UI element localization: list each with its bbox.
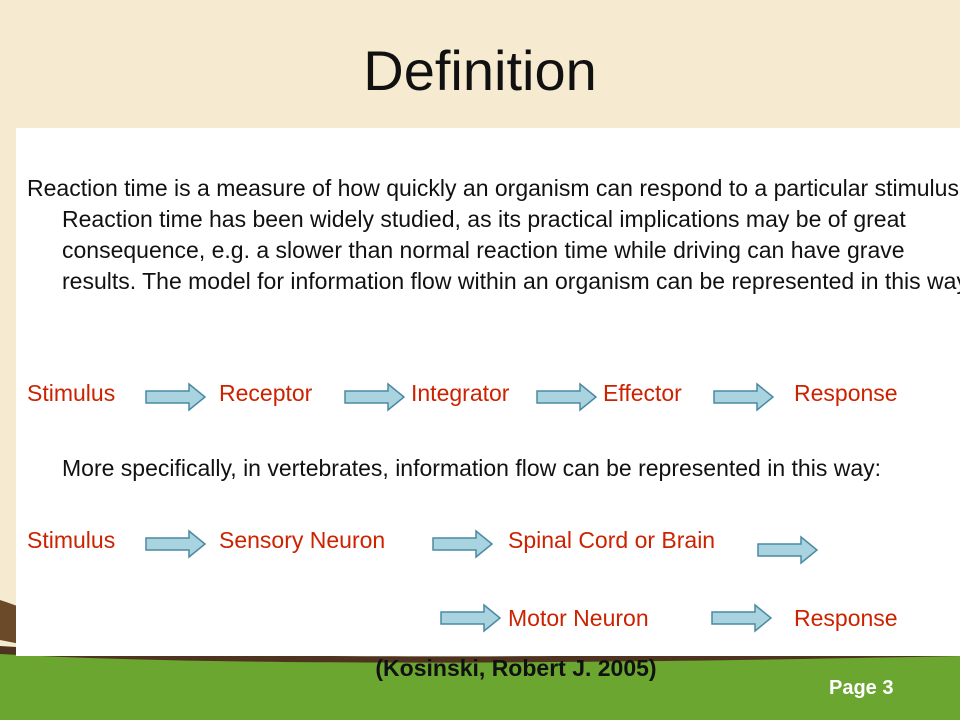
arrow-right-icon xyxy=(344,382,406,412)
definition-paragraph: Reaction time is a measure of how quickl… xyxy=(27,175,960,294)
arrow-right-icon xyxy=(145,529,207,559)
arrow-right-icon xyxy=(432,529,494,559)
flow1-response: Response xyxy=(794,380,898,406)
arrow-right-icon xyxy=(145,382,207,412)
citation: (Kosinski, Robert J. 2005) xyxy=(375,655,657,681)
flow1-receptor: Receptor xyxy=(219,380,313,406)
flow2-sensory-neuron: Sensory Neuron xyxy=(219,527,386,553)
flow1-stimulus: Stimulus xyxy=(27,380,116,406)
arrow-right-icon xyxy=(713,382,775,412)
arrow-right-icon xyxy=(536,382,598,412)
arrow-right-icon xyxy=(757,535,819,565)
page-number: Page 3 xyxy=(829,677,894,699)
arrow-right-icon xyxy=(440,603,502,633)
flow3-motor-neuron: Motor Neuron xyxy=(508,605,649,631)
flow2-stimulus: Stimulus xyxy=(27,527,116,553)
flow3-response: Response xyxy=(794,605,898,631)
flow1-integrator: Integrator xyxy=(411,380,510,406)
arrow-right-icon xyxy=(711,603,773,633)
flow1-effector: Effector xyxy=(603,380,682,406)
vertebrate-paragraph: More specifically, in vertebrates, infor… xyxy=(62,455,882,481)
flow2-spinal-cord-or-brain: Spinal Cord or Brain xyxy=(508,527,716,553)
slide-title: Definition xyxy=(363,39,597,102)
